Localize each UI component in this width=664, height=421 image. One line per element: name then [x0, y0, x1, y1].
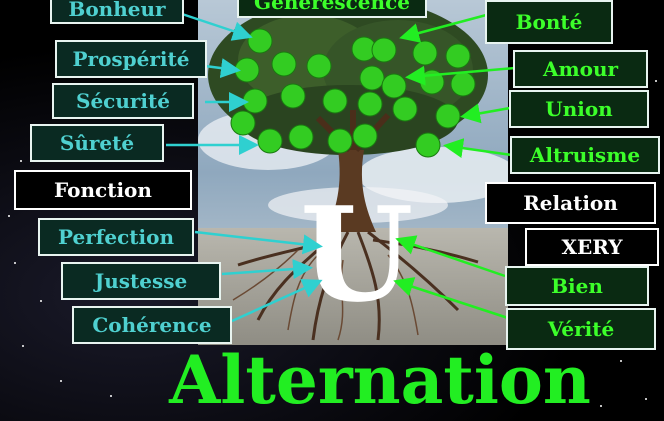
fruit: [435, 103, 461, 129]
arrow-prosperite: [204, 58, 241, 78]
label-surete: Sûreté: [30, 124, 164, 162]
label-bonheur: Bonheur: [50, 0, 184, 24]
star: [655, 80, 657, 82]
label-coherence: Cohérence: [72, 306, 232, 344]
fruit: [280, 83, 306, 109]
fruit: [306, 53, 332, 79]
star: [600, 405, 602, 407]
fruit: [415, 132, 441, 158]
star: [170, 400, 172, 402]
star: [14, 262, 16, 264]
fruit: [322, 88, 348, 114]
arrow-justesse: [221, 259, 313, 280]
arrow-bonheur: [181, 12, 253, 41]
fruit: [327, 128, 353, 154]
star: [8, 215, 10, 217]
arrow-bien: [395, 235, 506, 278]
fruit: [412, 40, 438, 66]
label-justesse: Justesse: [61, 262, 221, 300]
arrow-bonte: [399, 12, 491, 43]
arrow-perfection: [194, 230, 323, 255]
star: [40, 300, 42, 302]
fruit: [357, 91, 383, 117]
star: [22, 345, 24, 347]
label-altruisme: Altruisme: [510, 136, 660, 174]
star: [20, 160, 22, 162]
label-prosperite: Prospérité: [55, 40, 207, 78]
label-verite: Vérité: [506, 308, 656, 350]
star: [645, 398, 647, 400]
star: [620, 360, 622, 362]
label-perfection: Perfection: [38, 218, 194, 256]
fruit: [392, 96, 418, 122]
arrow-altruisme: [443, 138, 513, 158]
label-relation: Relation: [485, 182, 656, 224]
fruit: [359, 65, 385, 91]
fruit: [381, 73, 407, 99]
fruit: [445, 43, 471, 69]
star: [60, 380, 62, 382]
center-letter: U: [300, 178, 414, 331]
fruit: [271, 51, 297, 77]
fruit: [247, 28, 273, 54]
arrow-verite: [393, 277, 509, 320]
diagram-title: Alternation: [169, 341, 591, 419]
tree-illustration: [198, 0, 508, 345]
label-xery: XERY: [525, 228, 659, 266]
label-securite: Sécurité: [52, 83, 194, 119]
label-union: Union: [509, 90, 649, 128]
fruit: [371, 37, 397, 63]
fruit: [352, 123, 378, 149]
fruit: [288, 124, 314, 150]
label-generescence: Générescence: [237, 0, 427, 18]
arrow-union: [460, 103, 511, 124]
arrow-coherence: [231, 279, 323, 323]
star: [110, 395, 112, 397]
label-amour: Amour: [513, 50, 648, 88]
label-bien: Bien: [505, 266, 649, 306]
label-fonction: Fonction: [14, 170, 192, 210]
label-bonte: Bonté: [485, 0, 613, 44]
arrow-amour: [405, 65, 516, 86]
